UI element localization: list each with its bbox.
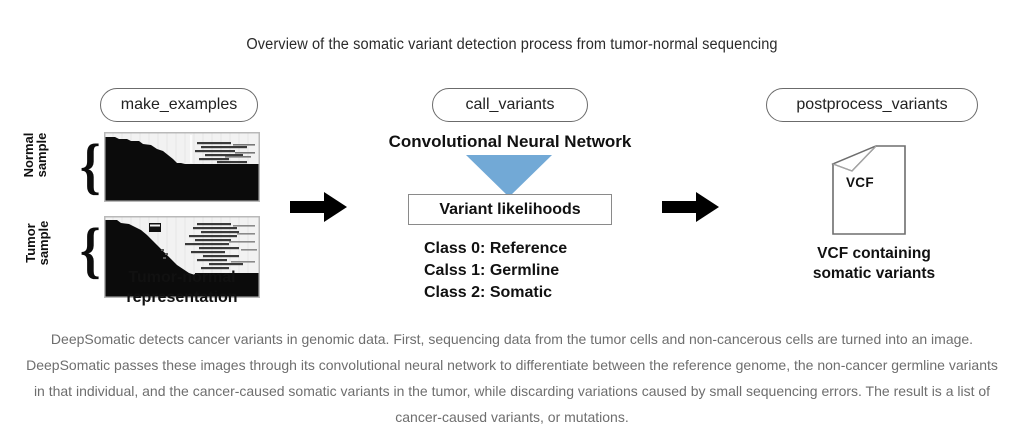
- tumor-sample-brace-icon: {: [79, 217, 101, 285]
- vcf-output-caption: VCF containing somatic variants: [772, 244, 976, 284]
- class-item-0: Class 0: Reference: [424, 240, 568, 257]
- vcf-file-icon: [830, 144, 908, 241]
- pileup-graphic: [105, 217, 259, 297]
- normal-sample-pileup-image: [104, 132, 260, 202]
- variant-likelihoods-box: Variant likelihoods: [408, 194, 612, 225]
- vcf-file-label: VCF: [846, 175, 874, 190]
- class-item-2: Class 2: Somatic: [424, 284, 553, 301]
- document-graphic: [831, 145, 906, 235]
- stage-pill-postprocess-variants[interactable]: postprocess_variants: [766, 88, 978, 122]
- variant-likelihoods-label: Variant likelihoods: [439, 200, 581, 218]
- normal-sample-brace-icon: {: [79, 133, 101, 201]
- stage-pill-label: postprocess_variants: [796, 96, 948, 113]
- tumor-normal-representation-caption: Tumor-normal representation: [84, 268, 280, 308]
- flow-arrow-right-icon: [290, 190, 348, 229]
- caption-line-2: somatic variants: [812, 265, 936, 282]
- stage-pill-call-variants[interactable]: call_variants: [432, 88, 588, 122]
- funnel-triangle-icon: [466, 155, 552, 202]
- caption-line-2: representation: [126, 289, 238, 306]
- page-title: Overview of the somatic variant detectio…: [246, 36, 778, 53]
- arrow-graphic: [290, 192, 347, 222]
- tumor-sample-label: Tumor sample: [23, 220, 51, 266]
- pileup-graphic: [105, 133, 259, 201]
- class-item-1: Calss 1: Germline: [424, 262, 560, 279]
- figure-description: DeepSomatic detects cancer variants in g…: [26, 331, 998, 425]
- cnn-title: Convolutional Neural Network: [388, 132, 632, 151]
- variant-class-list: Class 0: Reference Calss 1: Germline Cla…: [424, 238, 567, 304]
- tumor-normal-representation-panel: Normal sample { Tumor sample {: [0, 128, 300, 308]
- funnel-graphic: [466, 155, 552, 197]
- stage-pill-make-examples[interactable]: make_examples: [100, 88, 258, 122]
- flow-arrow-right-icon: [662, 190, 720, 229]
- stage-pill-label: call_variants: [465, 96, 555, 113]
- stage-pill-label: make_examples: [120, 96, 238, 113]
- normal-sample-label: Normal sample: [21, 132, 49, 178]
- caption-line-1: Tumor-normal: [128, 269, 236, 286]
- tumor-sample-pileup-image: [104, 216, 260, 298]
- arrow-graphic: [662, 192, 719, 222]
- caption-line-1: VCF containing: [817, 245, 931, 262]
